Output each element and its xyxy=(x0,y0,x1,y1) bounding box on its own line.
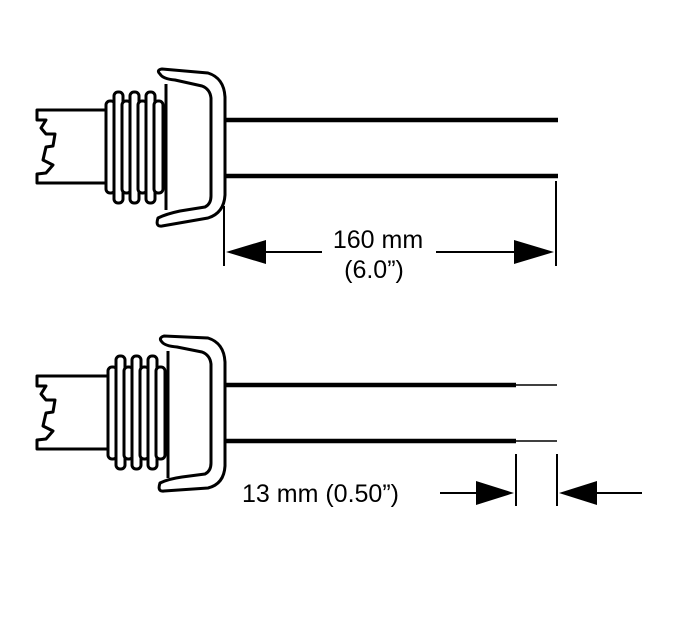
top-dim-label-metric: 160 mm xyxy=(333,226,423,254)
top-connector-clip xyxy=(155,67,227,228)
top-dim-label-imperial: (6.0”) xyxy=(344,256,404,284)
bottom-connector-assembly xyxy=(35,334,557,493)
bottom-dim-arrow-right xyxy=(559,481,597,505)
top-connector-stub xyxy=(35,108,108,185)
top-dim-arrow-left xyxy=(226,240,266,264)
top-dimension: 160 mm (6.0”) xyxy=(223,181,557,284)
bottom-dimension: 13 mm (0.50”) xyxy=(242,454,642,508)
top-dim-arrow-right xyxy=(514,240,554,264)
bottom-dim-arrow-left xyxy=(476,481,514,505)
bottom-connector-clip xyxy=(157,334,227,493)
top-grommet xyxy=(104,90,165,205)
bottom-grommet xyxy=(106,354,167,471)
bottom-connector-stub xyxy=(35,374,110,451)
top-connector-assembly xyxy=(35,67,558,228)
bottom-dim-label: 13 mm (0.50”) xyxy=(242,480,399,508)
